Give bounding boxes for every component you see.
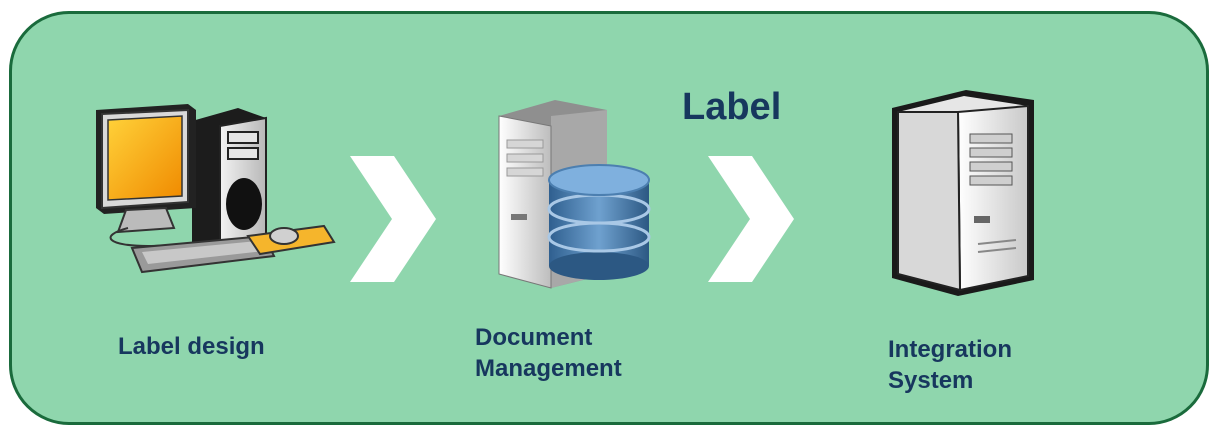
step-label-integration-system: Integration System <box>888 334 1012 396</box>
chevron-right-icon <box>350 156 436 282</box>
step-label-line: System <box>888 367 974 394</box>
step-label-label-design: Label design <box>118 331 265 362</box>
tower-server-icon <box>892 90 1034 296</box>
desktop-computer-icon <box>96 104 336 274</box>
step-label-document-management: Document Management <box>475 322 622 384</box>
step-label-line: Label design <box>118 333 265 360</box>
step-label-line: Document <box>475 324 593 351</box>
chevron-right-icon <box>708 156 794 282</box>
step-label-line: Management <box>475 355 622 382</box>
step-label-line: Integration <box>888 336 1012 363</box>
flow-label: Label <box>682 86 782 128</box>
database-server-icon <box>498 100 651 289</box>
